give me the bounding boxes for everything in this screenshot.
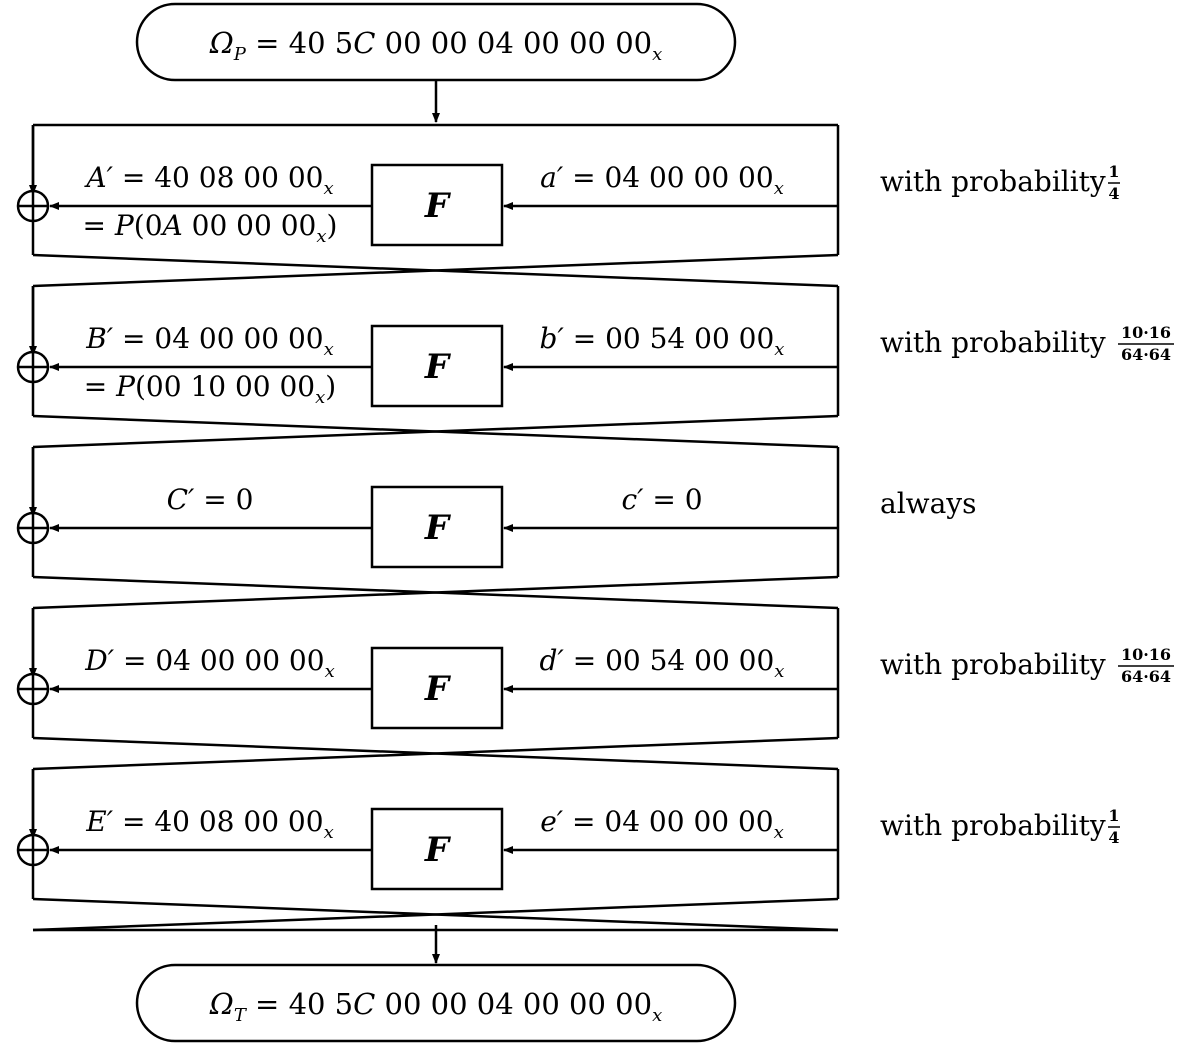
left-diff-label: B′ = 04 00 00 00x (85, 322, 334, 360)
probability-numerator: 10·16 (1121, 323, 1171, 342)
probability-denominator: 64·64 (1121, 667, 1171, 686)
f-function-box (370, 807, 504, 891)
probability-denominator: 64·64 (1121, 345, 1171, 364)
left-diff-label: A′ = 40 08 00 00x (83, 161, 333, 199)
swap-line-b (32, 897, 839, 932)
rounds: F A′ = 40 08 00 00x = P(0A 00 00 00x) a′ =… (16, 123, 1174, 932)
round-4: F D′ = 04 00 00 00x d′ = 00 54 00 00x with … (16, 608, 1174, 771)
round-1: F A′ = 40 08 00 00x = P(0A 00 00 00x) a′ =… (16, 123, 1120, 288)
left-diff-permutation: = P(00 10 00 00x) (84, 370, 336, 408)
probability-label: with probability (880, 648, 1106, 681)
left-diff-label: E′ = 40 08 00 00x (85, 805, 333, 843)
probability-label: with probability (880, 326, 1106, 359)
probability-denominator: 4 (1108, 828, 1119, 847)
swap-line-b (32, 253, 839, 288)
probability-denominator: 4 (1108, 184, 1119, 203)
probability-label: always (880, 487, 977, 520)
left-diff-label: D′ = 04 00 00 00x (84, 644, 334, 682)
probability-label: with probability (880, 809, 1106, 842)
right-diff-label: a′ = 04 00 00 00x (540, 161, 784, 199)
output-terminal (135, 963, 737, 1043)
left-diff-permutation: = P(0A 00 00 00x) (83, 209, 338, 247)
round-3: F C′ = 0 c′ = 0 always (16, 447, 977, 610)
right-diff-label: b′ = 00 54 00 00x (540, 322, 785, 360)
f-function-box (370, 485, 504, 569)
right-diff-label: d′ = 00 54 00 00x (540, 644, 785, 682)
round-2: F B′ = 04 00 00 00x = P(00 10 00 00x) b′ =… (16, 286, 1174, 449)
probability-numerator: 10·16 (1121, 645, 1171, 664)
right-diff-label: c′ = 0 (621, 483, 702, 516)
probability-numerator: 1 (1108, 162, 1119, 181)
right-diff-label: e′ = 04 00 00 00x (540, 805, 784, 843)
swap-line-b (32, 575, 839, 610)
round-5: F E′ = 40 08 00 00x e′ = 04 00 00 00x with … (16, 769, 1120, 932)
f-label: F (424, 669, 452, 709)
f-label: F (424, 508, 452, 548)
f-function-box (370, 163, 504, 247)
f-label: F (424, 347, 452, 387)
probability-label: with probability (880, 165, 1106, 198)
input-label: ΩP = 40 5C 00 00 04 00 00 00x (209, 26, 663, 65)
swap-line-b (32, 414, 839, 449)
swap-line-b (32, 736, 839, 771)
left-diff-label: C′ = 0 (167, 483, 254, 516)
f-label: F (424, 186, 452, 226)
f-function-box (370, 646, 504, 730)
f-label: F (424, 830, 452, 870)
output-label: ΩT = 40 5C 00 00 04 00 00 00x (209, 987, 662, 1026)
probability-numerator: 1 (1108, 806, 1119, 825)
